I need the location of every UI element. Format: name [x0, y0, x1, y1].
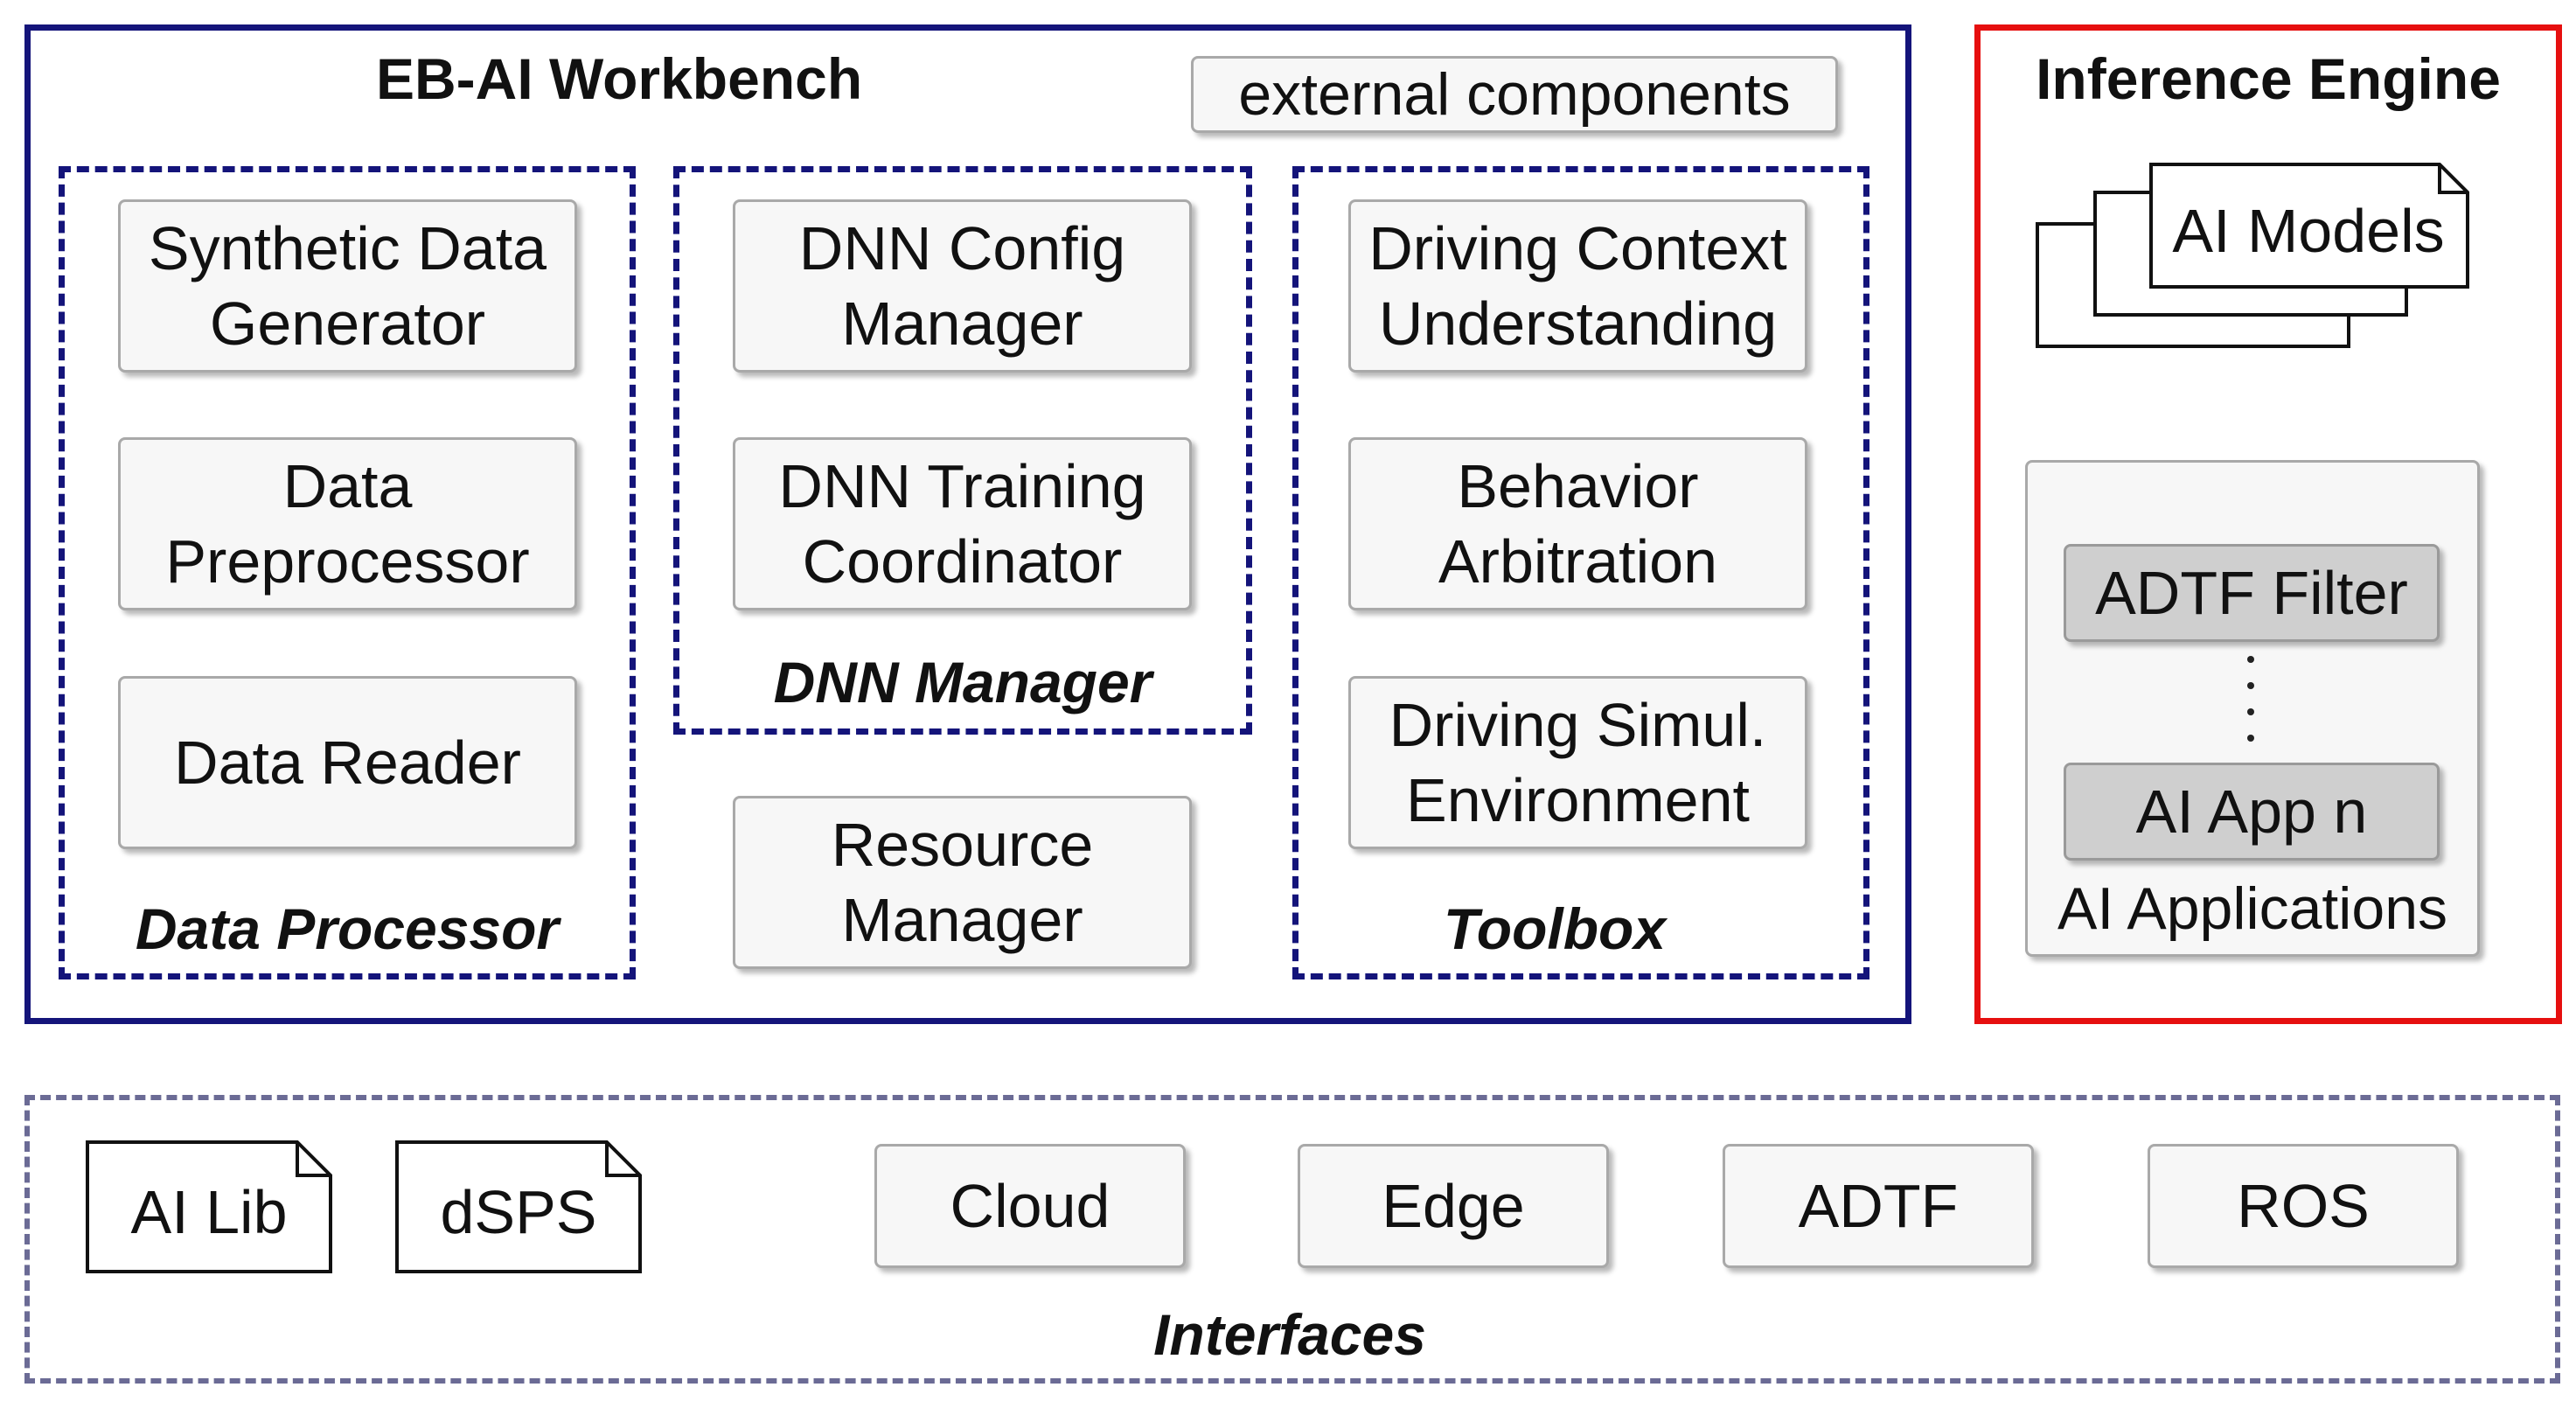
dnn-manager-caption: DNN Manager	[773, 650, 1152, 714]
adtf-filter-box: ADTF Filter	[2064, 544, 2440, 642]
ai-app-n-label: AI App n	[2135, 777, 2368, 846]
dnn-training-coordinator-box: DNN Training Coordinator	[733, 437, 1192, 610]
external-components-label: external components	[1238, 61, 1791, 128]
behavior-arbitration-label: Behavior Arbitration	[1438, 452, 1718, 596]
dsps-document-icon	[395, 1140, 642, 1273]
workbench-frame	[24, 24, 1911, 1024]
resource-manager-label: Resource Manager	[831, 811, 1094, 954]
data-processor-caption: Data Processor	[135, 896, 560, 961]
inference-engine-title: Inference Engine	[2036, 46, 2501, 111]
data-preprocessor-label: Data Preprocessor	[165, 452, 530, 596]
adtf-label: ADTF	[1798, 1172, 1959, 1240]
synthetic-data-generator-box: Synthetic Data Generator	[118, 199, 577, 373]
dnn-manager-group	[673, 166, 1252, 735]
toolbox-group	[1292, 166, 1869, 979]
vertical-ellipsis-icon	[2245, 656, 2256, 761]
ai-lib-document-icon	[86, 1140, 332, 1273]
interfaces-caption: Interfaces	[1153, 1302, 1426, 1367]
interfaces-frame	[24, 1095, 2560, 1384]
data-reader-label: Data Reader	[174, 728, 521, 797]
behavior-arbitration-box: Behavior Arbitration	[1348, 437, 1807, 610]
dnn-config-manager-box: DNN Config Manager	[733, 199, 1192, 373]
adtf-filter-label: ADTF Filter	[2095, 559, 2408, 627]
workbench-title: EB-AI Workbench	[376, 46, 863, 111]
ai-lib-label: AI Lib	[130, 1178, 288, 1246]
toolbox-caption: Toolbox	[1443, 896, 1667, 961]
cloud-label: Cloud	[950, 1172, 1110, 1240]
driving-context-understanding-label: Driving Context Understanding	[1368, 214, 1787, 358]
external-components-box: external components	[1191, 56, 1838, 133]
cloud-box: Cloud	[874, 1144, 1186, 1268]
driving-simul-environment-box: Driving Simul. Environment	[1348, 676, 1807, 849]
ai-models-label: AI Models	[2172, 197, 2445, 265]
data-preprocessor-box: Data Preprocessor	[118, 437, 577, 610]
ros-label: ROS	[2237, 1172, 2370, 1240]
data-reader-box: Data Reader	[118, 676, 577, 849]
edge-label: Edge	[1382, 1172, 1525, 1240]
synthetic-data-generator-label: Synthetic Data Generator	[148, 214, 547, 358]
resource-manager-box: Resource Manager	[733, 796, 1192, 969]
driving-simul-environment-label: Driving Simul. Environment	[1389, 691, 1767, 834]
dsps-label: dSPS	[440, 1178, 597, 1246]
edge-box: Edge	[1298, 1144, 1609, 1268]
adtf-box: ADTF	[1723, 1144, 2034, 1268]
ai-applications-caption: AI Applications	[2057, 875, 2448, 942]
inference-engine-frame	[1974, 24, 2562, 1024]
ai-app-n-box: AI App n	[2064, 763, 2440, 861]
dnn-config-manager-label: DNN Config Manager	[798, 214, 1126, 358]
ros-box: ROS	[2148, 1144, 2459, 1268]
dnn-training-coordinator-label: DNN Training Coordinator	[778, 452, 1146, 596]
ai-models-document-stack-icon	[2036, 163, 2469, 348]
data-processor-group	[59, 166, 636, 979]
driving-context-understanding-box: Driving Context Understanding	[1348, 199, 1807, 373]
